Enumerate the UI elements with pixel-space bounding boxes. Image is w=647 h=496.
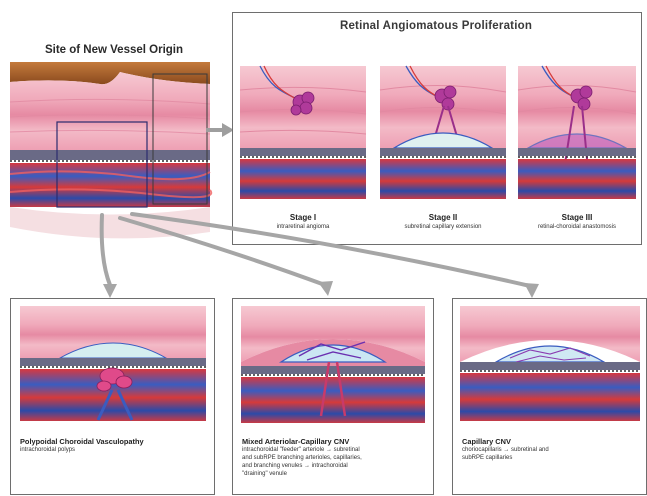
mixed-cnv-desc-line-3: and branching venules → intrachoroidal [242, 463, 432, 471]
pcv-illustration [20, 306, 206, 428]
mixed-cnv-desc-line-2: and subRPE branching arterioles, capilla… [242, 455, 432, 463]
capillary-cnv-desc-line-2: subRPE capillaries [462, 455, 642, 463]
mixed-cnv-desc-line-1: intrachoroidal "feeder" arteriole → subr… [242, 447, 432, 455]
arrows-to-bottom-icon [0, 0, 647, 310]
mixed-cnv-title: Mixed Arteriolar-Capillary CNV [242, 437, 432, 446]
capillary-cnv-illustration [460, 306, 640, 428]
pcv-title: Polypoidal Choroidal Vasculopathy [20, 437, 210, 446]
capillary-cnv-title: Capillary CNV [462, 437, 642, 446]
capillary-cnv-desc-line-1: choriocapillaris → subretinal and [462, 447, 642, 455]
mixed-cnv-illustration [241, 306, 425, 428]
pcv-desc-line-1: intrachoroidal polyps [20, 447, 210, 455]
mixed-cnv-desc-line-4: "draining" venule [242, 471, 432, 479]
